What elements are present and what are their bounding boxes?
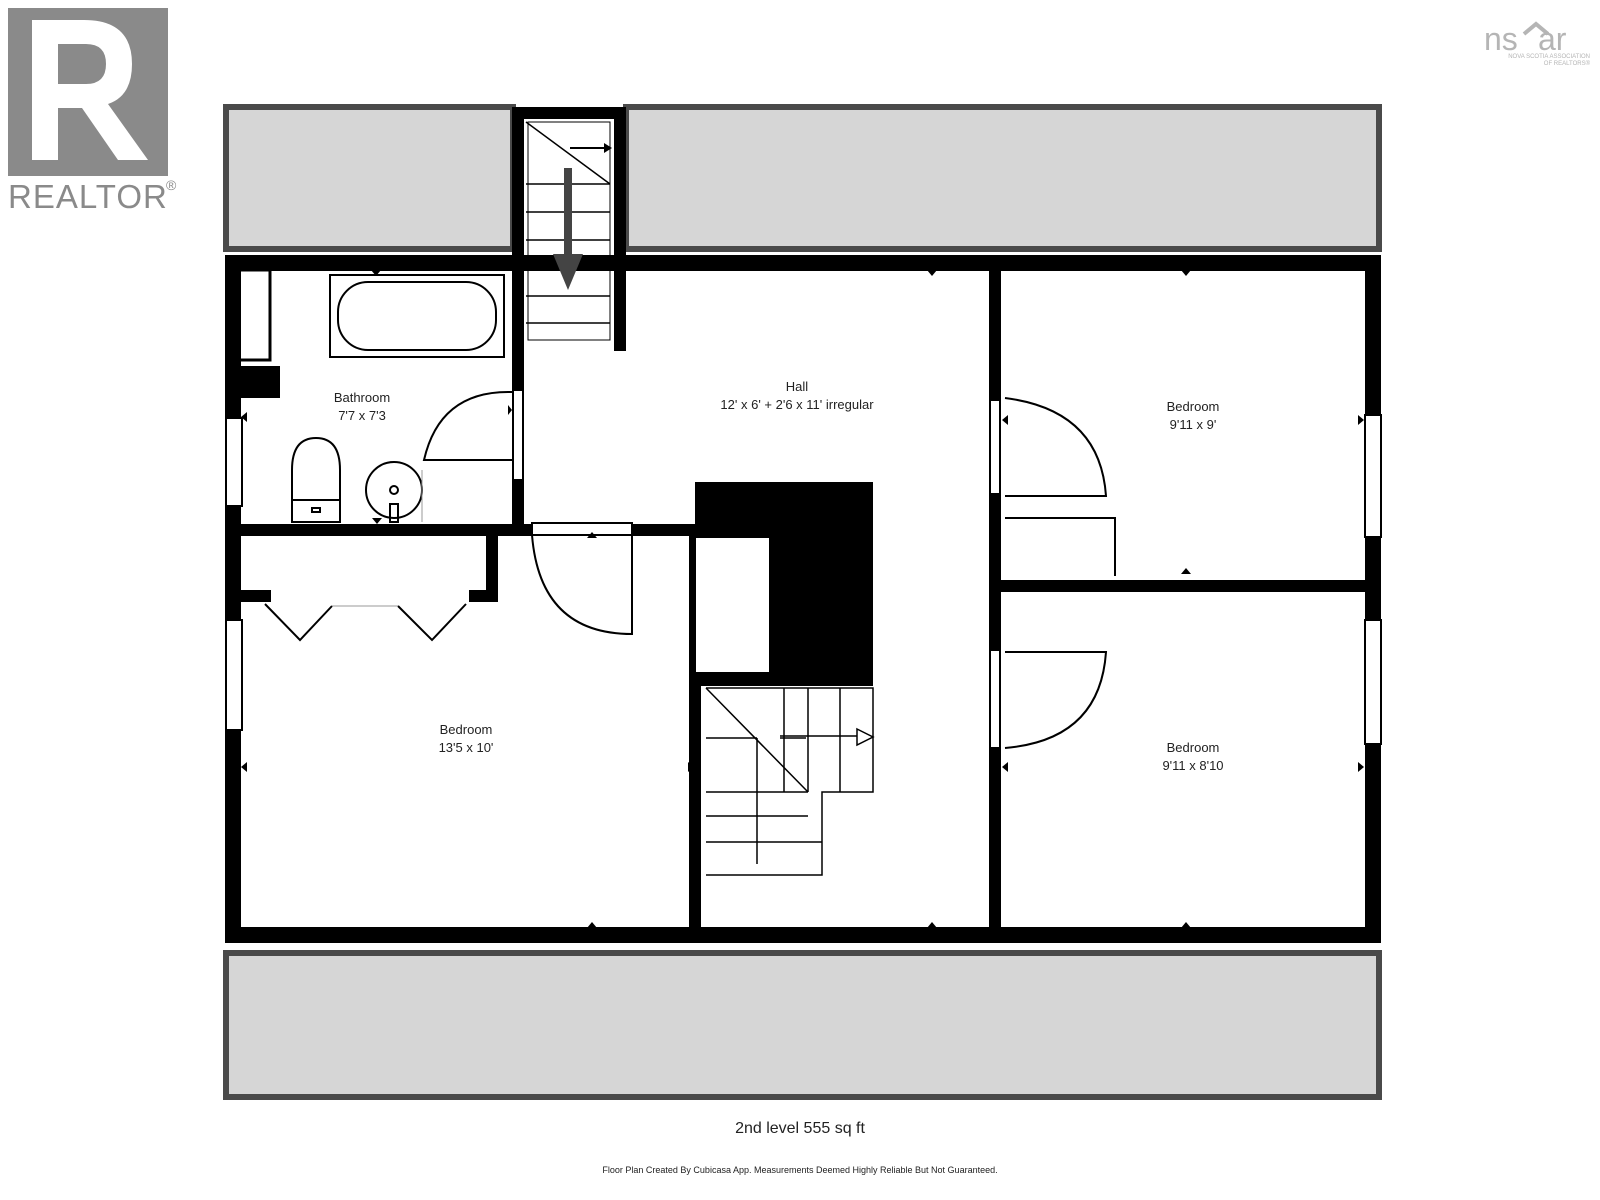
staircase-upper <box>525 121 612 341</box>
room-name-bedroom-ne: Bedroom <box>1167 399 1220 414</box>
wall-markers <box>241 270 1364 928</box>
nsar-sub1: NOVA SCOTIA ASSOCIATION <box>1508 54 1590 60</box>
room-name-bedroom-se: Bedroom <box>1167 740 1220 755</box>
nsar-right: ar <box>1538 21 1567 57</box>
level-area-label: 2nd level 555 sq ft <box>735 1120 865 1137</box>
room-name-bathroom: Bathroom <box>334 390 390 405</box>
closet-doors <box>264 603 467 642</box>
room-size-bedroom-ne: 9'11 x 9' <box>1170 417 1217 432</box>
realtor-mark: ® <box>166 177 177 193</box>
room-size-bathroom: 7'7 x 7'3 <box>338 408 386 423</box>
house-icon <box>1522 21 1550 36</box>
doors <box>422 390 1116 749</box>
nsar-sub2: OF REALTORS® <box>1544 60 1591 67</box>
room-size-bedroom-w: 13'5 x 10' <box>439 740 494 755</box>
disclaimer-text: Floor Plan Created By Cubicasa App. Meas… <box>602 1165 998 1175</box>
realtor-word: REALTOR <box>8 178 168 215</box>
walls <box>225 107 1381 943</box>
staircase-lower <box>705 687 875 876</box>
realtor-logo: REALTOR ® <box>8 8 177 215</box>
room-size-bedroom-se: 9'11 x 8'10 <box>1162 758 1223 773</box>
bathtub <box>329 274 505 358</box>
room-name-hall: Hall <box>786 379 809 394</box>
room-labels: Bathroom 7'7 x 7'3 Hall 12' x 6' + 2'6 x… <box>334 379 1224 773</box>
toilet <box>291 436 341 523</box>
room-size-hall: 12' x 6' + 2'6 x 11' irregular <box>720 397 874 412</box>
nsar-logo: ns ar NOVA SCOTIA ASSOCIATION OF REALTOR… <box>1484 21 1591 67</box>
nsar-left: ns <box>1484 21 1518 57</box>
roof-areas <box>223 104 1382 1100</box>
room-name-bedroom-w: Bedroom <box>440 722 493 737</box>
windows <box>225 389 1382 749</box>
sink <box>365 461 423 523</box>
